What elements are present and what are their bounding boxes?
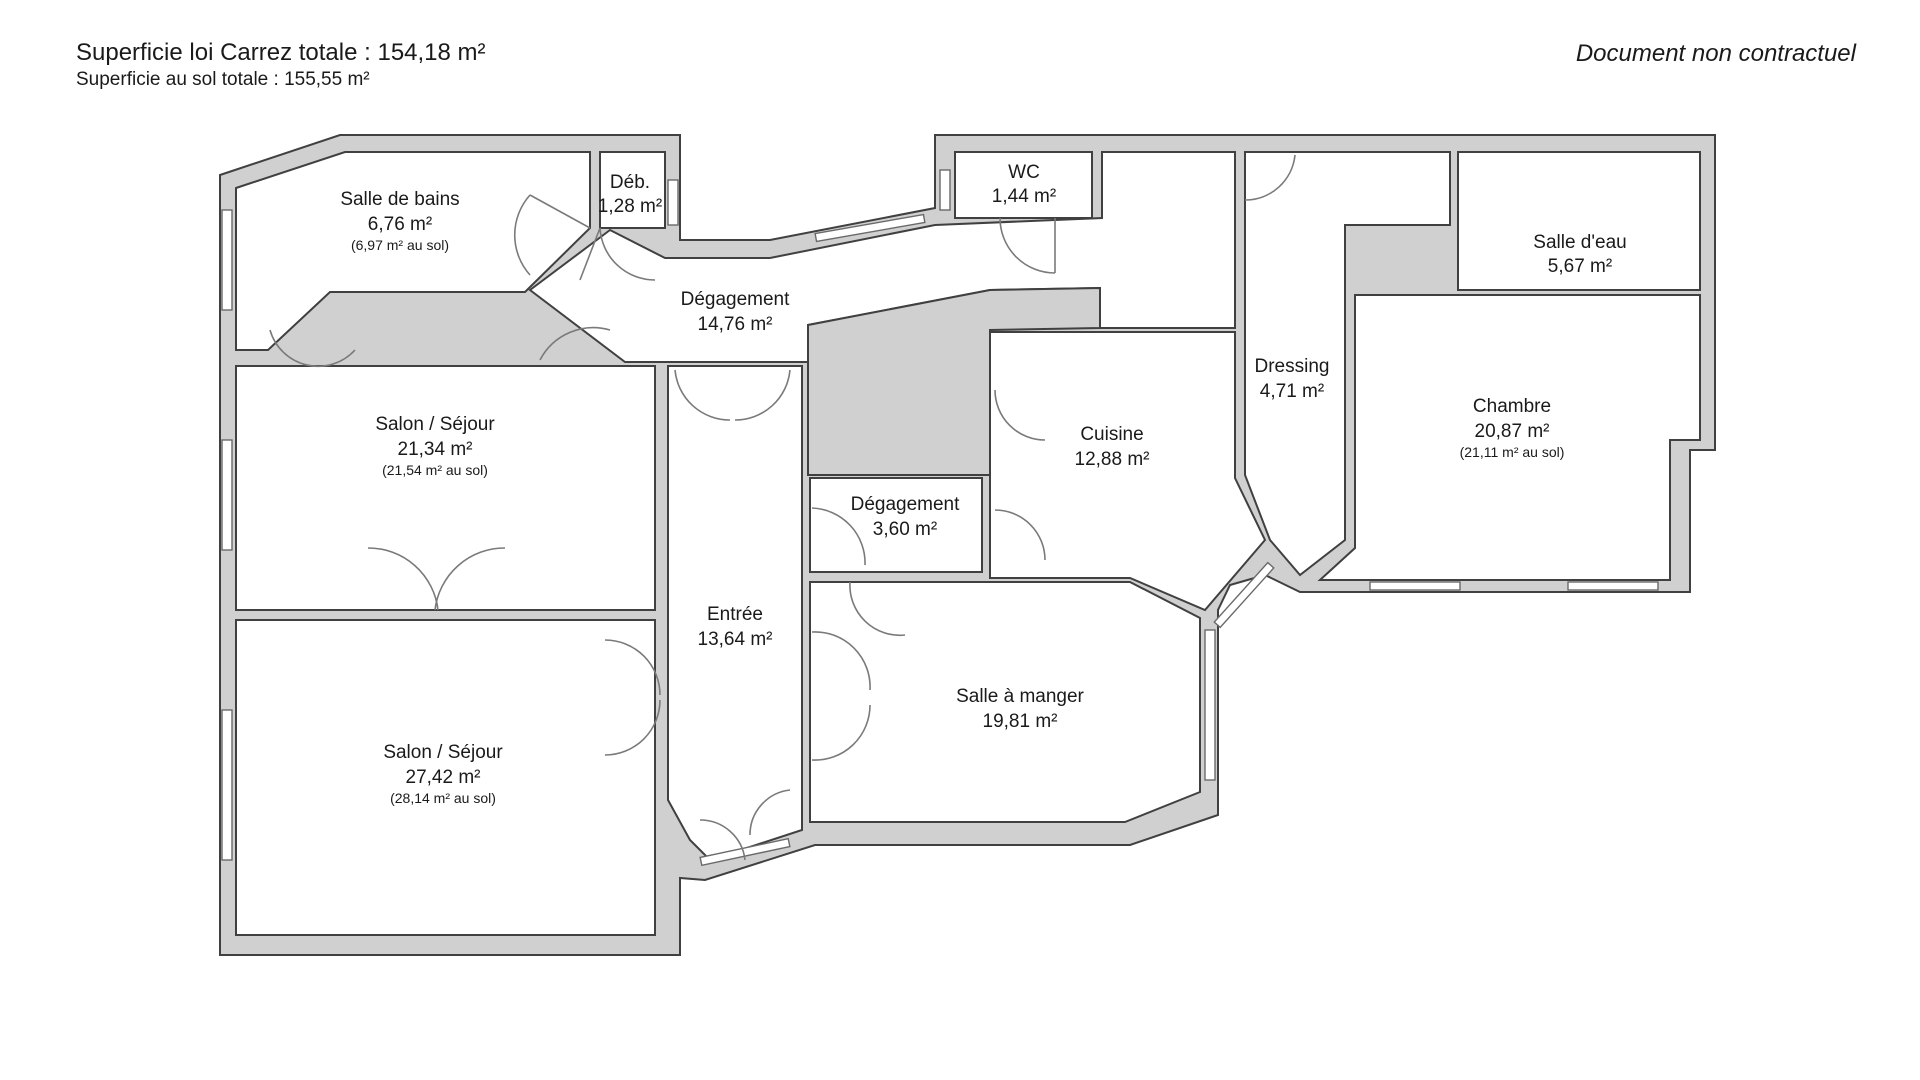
- note-salle-de-bains: (6,97 m² au sol): [351, 237, 449, 253]
- label-deb: Déb.: [610, 172, 650, 193]
- area-dressing: 4,71 m²: [1260, 381, 1324, 402]
- area-deb: 1,28 m²: [598, 196, 662, 217]
- floor-total-text: Superficie au sol totale : 155,55 m²: [76, 69, 370, 90]
- door-manger-2: [811, 704, 871, 761]
- window-entree: [699, 837, 791, 867]
- area-degagement-small: 3,60 m²: [873, 519, 937, 540]
- room-deb: [599, 151, 666, 229]
- room-labels: Salle de bains 6,76 m² (6,97 m² au sol) …: [340, 162, 1626, 806]
- door-leaf: [529, 194, 591, 229]
- windows: [221, 169, 1659, 867]
- window-west-1: [221, 209, 233, 311]
- door-leaf: [579, 227, 601, 281]
- area-salle-de-bains: 6,76 m²: [368, 214, 432, 235]
- door-salon-double: [367, 547, 439, 611]
- rooms: [235, 151, 1701, 936]
- area-wc: 1,44 m²: [992, 186, 1056, 207]
- area-entree: 13,64 m²: [698, 629, 773, 650]
- window-salle-a-manger: [1204, 629, 1216, 781]
- room-salon-sejour-south: [235, 619, 656, 936]
- room-salon-sejour-north: [235, 365, 656, 611]
- note-salon-south: (28,14 m² au sol): [390, 790, 496, 806]
- label-degagement-small: Dégagement: [851, 494, 961, 515]
- door-manger-3: [849, 581, 906, 637]
- door-salon-south-1: [604, 639, 661, 696]
- area-salle-deau: 5,67 m²: [1548, 256, 1612, 277]
- door-bath-corridor: [269, 329, 356, 368]
- area-cuisine: 12,88 m²: [1075, 449, 1150, 470]
- area-salon-south: 27,42 m²: [406, 767, 481, 788]
- door-salon-north: [539, 326, 611, 361]
- door-salon-south-2: [604, 699, 661, 756]
- room-salle-deau: [1457, 151, 1701, 291]
- door-wc: [999, 217, 1056, 274]
- label-salon-north: Salon / Séjour: [375, 414, 495, 435]
- door-salon-double-2: [434, 547, 506, 611]
- note-salon-north: (21,54 m² au sol): [382, 462, 488, 478]
- label-cuisine: Cuisine: [1080, 424, 1143, 445]
- door-entree-south-2: [749, 789, 791, 836]
- door-degagement-small: [811, 507, 866, 566]
- area-degagement-large: 14,76 m²: [698, 314, 773, 335]
- area-salon-north: 21,34 m²: [398, 439, 473, 460]
- area-chambre: 20,87 m²: [1475, 421, 1550, 442]
- room-salle-de-bains: [235, 151, 591, 351]
- door-entree-double: [674, 369, 731, 421]
- door-entree-south: [699, 819, 746, 861]
- room-degagement-small: [809, 477, 983, 573]
- carrez-total-text: Superficie loi Carrez totale : 154,18 m²: [76, 39, 486, 66]
- label-dressing: Dressing: [1255, 356, 1330, 377]
- label-salle-de-bains: Salle de bains: [340, 189, 459, 210]
- window-corridor: [814, 213, 926, 243]
- door-cuisine-1: [994, 389, 1046, 441]
- note-chambre: (21,11 m² au sol): [1460, 444, 1565, 460]
- disclaimer-text: Document non contractuel: [1575, 40, 1856, 67]
- window-west-2: [221, 439, 233, 551]
- room-salle-a-manger: [809, 581, 1201, 823]
- window-deb: [667, 179, 679, 226]
- door-manger-1: [811, 631, 871, 691]
- door-deb: [599, 227, 656, 281]
- room-chambre: [1317, 294, 1701, 581]
- hall-grey-zone: [807, 286, 1101, 476]
- label-chambre: Chambre: [1473, 396, 1551, 417]
- label-entree: Entrée: [707, 604, 763, 625]
- door-salle-de-bains: [513, 194, 531, 276]
- doors: [269, 154, 1296, 861]
- area-salle-a-manger: 19,81 m²: [983, 711, 1058, 732]
- window-chambre-2: [1567, 581, 1659, 591]
- door-entree-double-2: [734, 369, 791, 421]
- label-degagement-large: Dégagement: [681, 289, 791, 310]
- door-dressing: [1244, 154, 1296, 201]
- label-salle-a-manger: Salle à manger: [956, 686, 1084, 707]
- window-cuisine: [1213, 561, 1275, 629]
- label-wc: WC: [1008, 162, 1040, 183]
- room-dressing: [1244, 151, 1451, 577]
- window-west-3: [221, 709, 233, 861]
- window-wc: [939, 169, 951, 211]
- surface-summary: Superficie loi Carrez totale : 154,18 m²…: [76, 38, 486, 92]
- label-salon-south: Salon / Séjour: [383, 742, 503, 763]
- label-salle-deau: Salle d'eau: [1533, 232, 1626, 253]
- room-cuisine: [989, 331, 1267, 612]
- window-chambre-1: [1369, 581, 1461, 591]
- door-cuisine-2: [994, 509, 1046, 561]
